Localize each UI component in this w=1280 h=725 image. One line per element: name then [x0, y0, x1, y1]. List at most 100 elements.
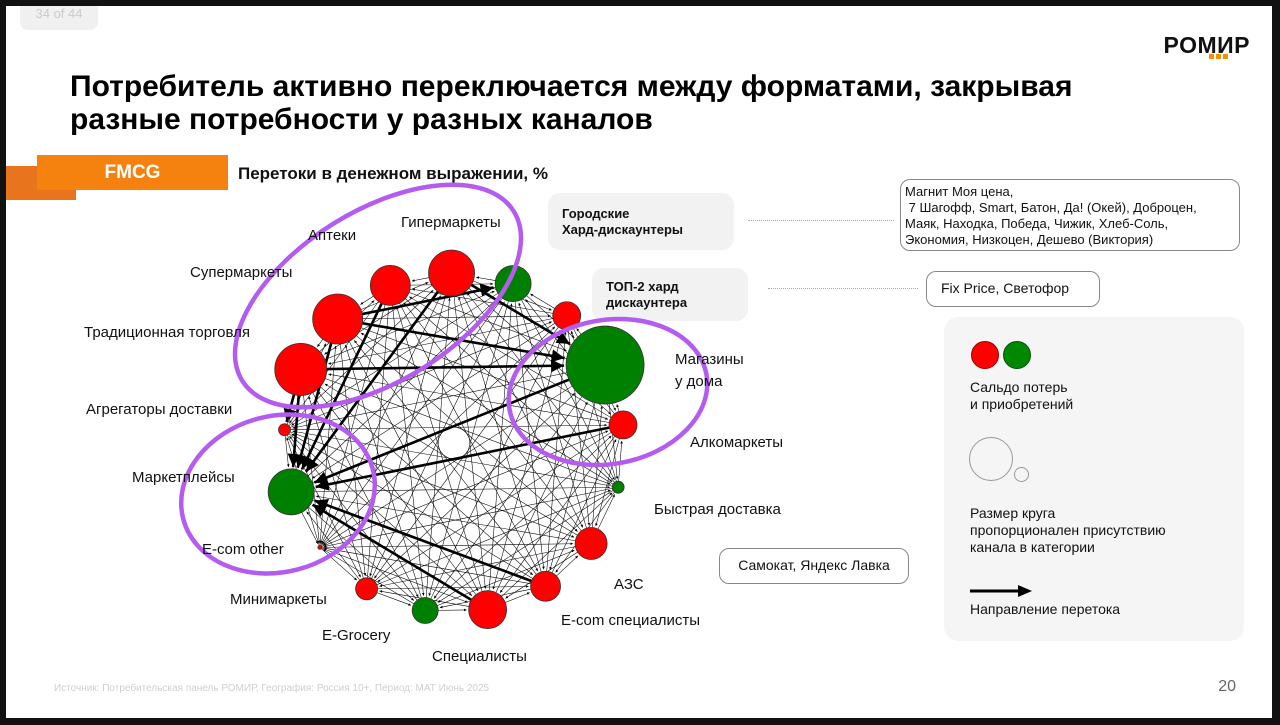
- gain-circle-icon: [1003, 341, 1031, 369]
- flow-edge: [321, 297, 503, 545]
- slide-title: Потребитель активно переключается между …: [70, 70, 1072, 136]
- flow-edge: [408, 292, 567, 352]
- flow-edge: [323, 547, 531, 584]
- major-flow-edge: [314, 498, 532, 583]
- flow-edge: [307, 297, 499, 477]
- city-hard-label: Городские Хард-дискаунтеры: [548, 193, 734, 250]
- romir-logo: РОМИР: [1163, 32, 1250, 58]
- node-label-aggr: Агрегаторы доставки: [86, 401, 233, 418]
- legend-size-1: Размер круга: [970, 505, 1056, 521]
- loss-circle-icon: [971, 341, 999, 369]
- slide-counter: 34 of 44: [20, 6, 98, 30]
- flow-edge: [361, 327, 609, 420]
- city-hard-label-1: Городские: [562, 205, 630, 221]
- flow-edge: [320, 295, 441, 546]
- flow-edge: [495, 401, 588, 593]
- flow-edge: [374, 392, 576, 582]
- fast-delivery-list: Самокат, Яндекс Лавка: [719, 548, 909, 584]
- flow-edge: [362, 314, 551, 319]
- annotation-circle-home: [506, 316, 710, 468]
- flow-edge: [376, 489, 611, 585]
- chart-subtitle: Перетоки в денежном выражении, %: [238, 164, 548, 183]
- node-label-home: Магазины у дома: [675, 351, 744, 390]
- flow-edge: [461, 293, 584, 528]
- connector: [768, 288, 918, 289]
- title-line-1: Потребитель активно переключается между …: [70, 70, 1073, 103]
- flow-edge: [453, 295, 487, 589]
- top2-hard-list: Fix Price, Светофор: [926, 271, 1100, 307]
- flow-edge: [499, 436, 615, 593]
- title-line-2: разные потребности у разных каналов: [70, 103, 653, 136]
- flow-edge: [466, 292, 615, 483]
- flow-edge: [306, 511, 361, 581]
- hand-drawn-annotations: [178, 182, 710, 576]
- node-mp: [267, 468, 315, 516]
- flow-edge: [396, 306, 483, 592]
- top2-label-1: ТОП-2 хард: [606, 278, 679, 294]
- node-label-hyper: Гипермаркеты: [401, 214, 501, 231]
- flow-edge: [308, 506, 415, 601]
- flow-network-diagram: [178, 182, 710, 630]
- flow-edge: [369, 295, 446, 577]
- list-line: Маяк, Находка, Победа, Чижик, Хлеб-Соль,: [905, 216, 1169, 231]
- node-label-trad: Традиционная торговля: [84, 324, 251, 341]
- flow-edge: [403, 302, 582, 532]
- major-flow-edge: [313, 378, 570, 484]
- node-label-ecomother: E-com other: [202, 541, 284, 558]
- flow-edge: [321, 547, 469, 603]
- flow-edge: [367, 307, 390, 578]
- node-apteki: [369, 264, 411, 306]
- flow-edge: [597, 494, 615, 530]
- major-flow-edge: [361, 283, 494, 316]
- arrow-right-icon: [970, 585, 1032, 597]
- flow-edge: [328, 373, 610, 423]
- annotation-circle-marketplaces: [178, 412, 378, 576]
- flow-edge: [291, 433, 533, 579]
- top2-label-2: дискаунтера: [606, 294, 688, 310]
- flow-edge: [576, 328, 582, 335]
- flow-edge: [608, 403, 619, 480]
- flow-edge: [377, 432, 612, 583]
- node-spec: [468, 590, 508, 630]
- flow-edge: [344, 344, 422, 599]
- flow-edge: [321, 542, 574, 548]
- flow-edge: [411, 277, 430, 282]
- major-flow-edge: [315, 426, 610, 491]
- legend-size: Размер круга пропорционален присутствию …: [970, 505, 1166, 556]
- node-label-mp: Маркетплейсы: [132, 469, 235, 486]
- legend-size-3: канала в категории: [970, 539, 1095, 555]
- node-trad: [274, 343, 328, 396]
- flow-edge: [288, 289, 434, 426]
- major-flow-edge: [300, 302, 383, 470]
- flow-edge: [371, 301, 505, 580]
- node-mini: [355, 577, 378, 601]
- flow-edge: [530, 293, 555, 309]
- flow-edge: [360, 332, 614, 485]
- flow-edge: [360, 295, 374, 305]
- flow-edge: [325, 378, 611, 485]
- node-label-apteki: Аптеки: [308, 227, 357, 244]
- connector: [748, 220, 894, 221]
- logo-dots-icon: [1209, 54, 1228, 59]
- flow-edge: [476, 276, 496, 281]
- node-ecomother: [317, 544, 323, 550]
- node-egrocery: [411, 597, 439, 624]
- flow-edge: [551, 439, 617, 573]
- flow-edge: [376, 592, 412, 606]
- flow-edge: [317, 391, 477, 595]
- legend-balance-1: Сальдо потерь: [970, 379, 1068, 395]
- flow-edge: [317, 339, 324, 347]
- flow-edge: [328, 318, 554, 365]
- node-label-alko: Алкомаркеты: [690, 434, 784, 451]
- node-label-spec: Специалисты: [432, 648, 527, 665]
- flow-edge: [425, 297, 451, 598]
- source-footnote: Источник: Потребительская панель РОМИР, …: [54, 683, 490, 694]
- flow-edge: [379, 546, 576, 588]
- flow-edge: [324, 290, 495, 360]
- node-label-fast: Быстрая доставка: [654, 501, 781, 518]
- legend-balance: Сальдо потерь и приобретений: [970, 379, 1073, 413]
- node-fast: [611, 480, 625, 494]
- legend-direction: Направление перетока: [970, 601, 1121, 617]
- flow-edge: [374, 326, 559, 579]
- flow-edge: [320, 386, 534, 576]
